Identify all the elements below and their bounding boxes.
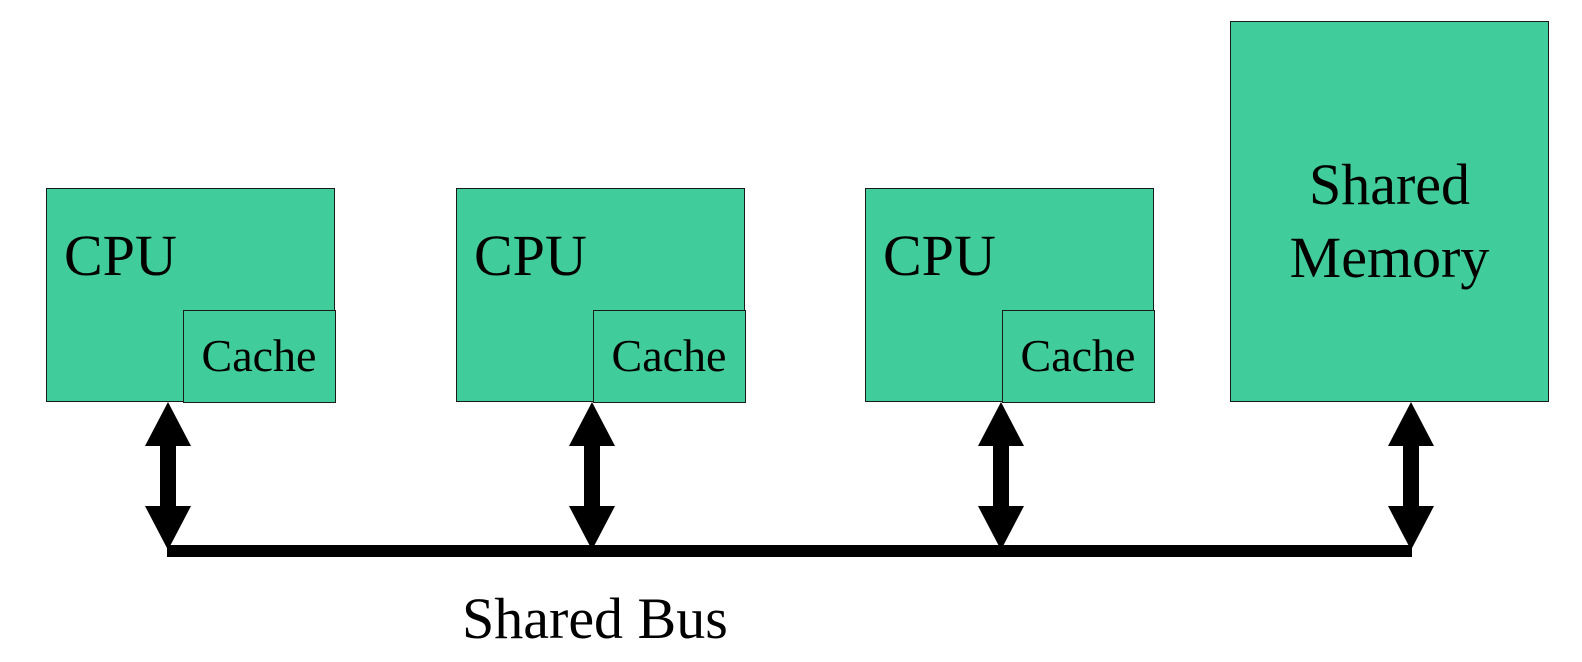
cache-label: Cache [611,329,727,381]
bus-arrow-cpu-2 [569,402,615,550]
cpu-box-3: CPU Cache [865,188,1155,403]
cache-box-2: Cache [592,309,746,403]
cpu-label: CPU [474,223,587,288]
shared-bus-line [167,545,1412,557]
cpu-label: CPU [64,223,177,288]
bus-arrow-memory [1388,402,1434,550]
cpu-box-2: CPU Cache [456,188,746,403]
shared-memory-label: Shared Memory [1231,148,1548,294]
cache-box-3: Cache [1001,309,1155,403]
shared-bus-label: Shared Bus [462,586,728,651]
cache-label: Cache [1020,329,1136,381]
bus-arrow-cpu-1 [145,402,191,550]
cache-box-1: Cache [182,309,336,403]
shared-memory-label-line-1: Shared [1308,152,1471,217]
cpu-box-1: CPU Cache [46,188,336,403]
cpu-label: CPU [883,223,996,288]
shared-memory-label-line-2: Memory [1289,225,1490,290]
cache-label: Cache [201,329,317,381]
shared-memory-box: Shared Memory [1230,21,1549,402]
bus-arrow-cpu-3 [978,402,1024,550]
